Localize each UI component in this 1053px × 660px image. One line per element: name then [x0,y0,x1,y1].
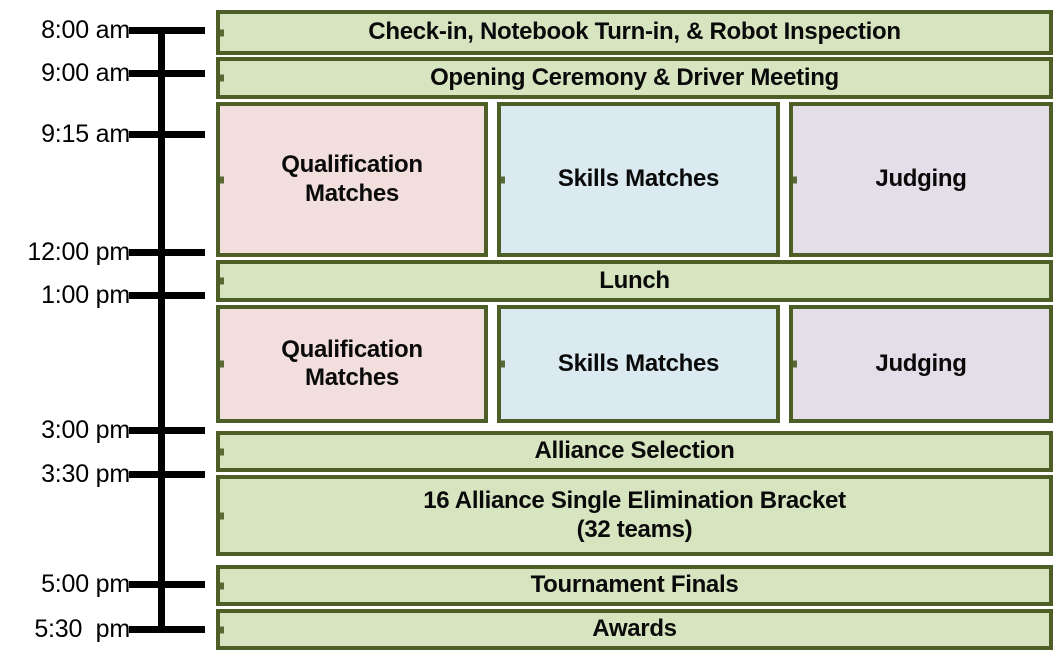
schedule-band-elimination-bracket: 16 Alliance Single Elimination Bracket (… [216,475,1053,556]
schedule-block-label: Tournament Finals [530,571,739,599]
schedule-block-skills-matches-am[interactable]: Skills Matches [497,102,780,257]
schedule-block-label: Lunch [599,266,670,294]
schedule-band-opening-ceremony: Opening Ceremony & Driver Meeting [216,57,1053,99]
schedule-block-label: Skills Matches [557,349,720,377]
schedule-band-tournament-finals: Tournament Finals [216,565,1053,606]
schedule-block-lunch[interactable]: Lunch [216,260,1053,302]
time-label: 3:00 pm [41,416,130,444]
schedule-block-label: Awards [592,615,677,643]
schedule-block-label: Alliance Selection [534,437,735,465]
schedule-block-alliance-selection[interactable]: Alliance Selection [216,431,1053,472]
tick-mark-icon [129,131,205,138]
schedule-block-skills-matches-pm[interactable]: Skills Matches [497,305,780,423]
time-label: 8:00 am [41,16,130,44]
tick-mark-icon [129,27,205,34]
schedule-block-label: Judging [875,349,967,377]
schedule-block-label: Qualification Matches [281,151,423,207]
schedule-block-judging-pm[interactable]: Judging [789,305,1053,423]
schedule-block-opening-ceremony[interactable]: Opening Ceremony & Driver Meeting [216,57,1053,99]
axis-vertical-line [158,30,165,629]
schedule-block-judging-am[interactable]: Judging [789,102,1053,257]
schedule-block-check-in[interactable]: Check-in, Notebook Turn-in, & Robot Insp… [216,10,1053,55]
schedule-block-qualification-matches-am[interactable]: Qualification Matches [216,102,488,257]
schedule-block-label: Opening Ceremony & Driver Meeting [430,63,839,91]
schedule-block-label: Qualification Matches [281,335,423,391]
tick-mark-icon [129,427,205,434]
tick-mark-icon [129,581,205,588]
schedule-band-awards: Awards [216,609,1053,650]
time-label: 9:00 am [41,59,130,87]
schedule-block-awards[interactable]: Awards [216,609,1053,650]
tick-mark-icon [129,249,205,256]
schedule-band-check-in: Check-in, Notebook Turn-in, & Robot Insp… [216,10,1053,55]
time-label: 5:30 pm [34,615,130,643]
time-label: 12:00 pm [27,238,130,266]
schedule-block-qualification-matches-pm[interactable]: Qualification Matches [216,305,488,423]
schedule-blocks-area: Check-in, Notebook Turn-in, & Robot Insp… [216,0,1053,660]
time-label: 3:30 pm [41,460,130,488]
tick-mark-icon [129,70,205,77]
time-label: 1:00 pm [41,281,130,309]
schedule-block-tournament-finals[interactable]: Tournament Finals [216,565,1053,606]
schedule-block-elimination-bracket[interactable]: 16 Alliance Single Elimination Bracket (… [216,475,1053,556]
schedule-block-label: Check-in, Notebook Turn-in, & Robot Insp… [368,18,901,46]
schedule-block-label: Skills Matches [557,165,720,193]
schedule-band-afternoon-sessions: Qualification Matches Skills Matches Judgi… [216,305,1053,423]
time-label: 5:00 pm [41,570,130,598]
time-axis: 8:00 am 9:00 am 9:15 am 12:00 pm 1:00 pm 3:00… [0,0,216,660]
schedule-band-lunch: Lunch [216,260,1053,302]
schedule-block-label: 16 Alliance Single Elimination Bracket (… [423,487,846,543]
schedule-band-morning-sessions: Qualification Matches Skills Matches Judgi… [216,102,1053,257]
tick-mark-icon [129,292,205,299]
tick-mark-icon [129,626,205,633]
time-label: 9:15 am [41,120,130,148]
schedule-band-alliance-selection: Alliance Selection [216,431,1053,472]
schedule-block-label: Judging [875,165,967,193]
tick-mark-icon [129,471,205,478]
